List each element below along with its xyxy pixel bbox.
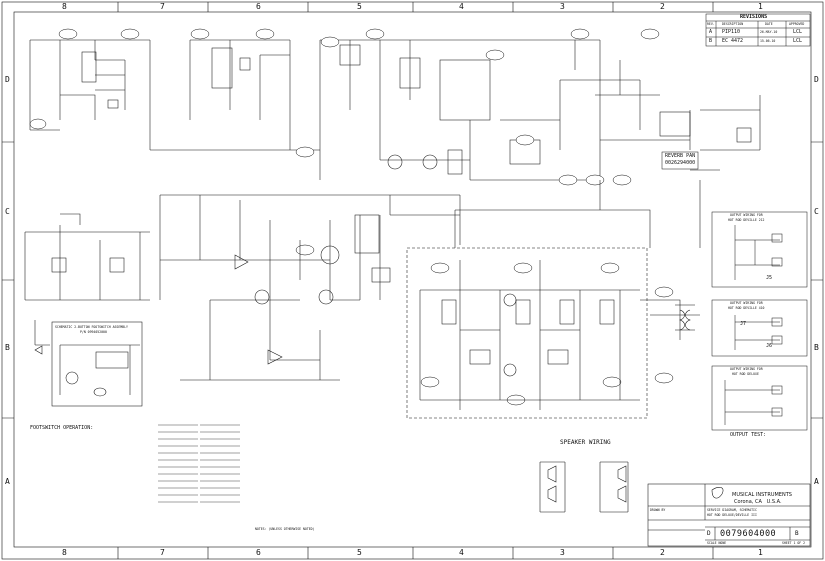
zone-col-7-bottom: 7: [160, 548, 165, 557]
zone-row-b-left: B: [5, 343, 10, 352]
rev-row-a-date: 26-MAY-10: [760, 30, 778, 34]
reverb-pan-label: REVERB PAN: [665, 153, 696, 159]
zone-row-a-right: A: [814, 477, 819, 486]
sheet-size: D: [707, 530, 711, 537]
reverb-pan-box: [661, 151, 699, 170]
drawn-by-label: DRAWN BY: [650, 508, 666, 512]
footswitch-operation-title: FOOTSWITCH OPERATION:: [30, 425, 94, 431]
zone-col-8-bottom: 8: [62, 548, 67, 557]
output-wiring-410-label: OUTPUT WIRING FOR: [730, 301, 763, 305]
zone-col-2-bottom: 2: [660, 548, 665, 557]
rev-row-b-rev: B: [709, 38, 713, 44]
notes-title: NOTES: (UNLESS OTHERWISE NOTED): [255, 527, 315, 531]
output-wiring-212-model: HOT ROD DEVILLE 212: [728, 218, 765, 222]
rev-row-a-desc: PIP110: [722, 29, 741, 35]
callout-ovals: [29, 28, 674, 406]
rev-header-description: DESCRIPTION: [722, 22, 744, 26]
reverb-pan-part-number: 0026294000: [665, 160, 696, 166]
revisions-title: REVISIONS: [740, 14, 768, 20]
rev-header-rev: REV.: [707, 22, 715, 26]
zone-row-c-left: C: [5, 207, 10, 216]
zone-col-8-top: 8: [62, 2, 67, 11]
zone-col-5-bottom: 5: [357, 548, 362, 557]
border-inner: [13, 11, 812, 548]
preamp-section: [29, 39, 761, 181]
sheet-number: SHEET 1 OF 2: [782, 541, 806, 545]
revision-table: [705, 13, 811, 47]
footswitch-section: [24, 213, 150, 407]
drawing-title-line1: SERVICE DIAGRAM, SCHEMATIC: [707, 508, 757, 512]
connector-tables: [158, 424, 240, 503]
output-wiring-deluxe-label: OUTPUT WIRING FOR: [730, 367, 763, 371]
zone-col-4-top: 4: [459, 2, 464, 11]
zone-col-3-top: 3: [560, 2, 565, 11]
power-amp-section: [406, 169, 720, 419]
rev-row-a-rev: A: [709, 29, 713, 35]
drawing-title-line2: HOT ROD DELUXE/DEVILLE III: [707, 513, 757, 517]
revision-letter: B: [795, 530, 799, 537]
speaker-wiring-diagram: [539, 461, 629, 513]
zone-col-5-top: 5: [357, 2, 362, 11]
rev-row-b-desc: EC 4472: [722, 38, 744, 44]
zone-col-1-bottom: 1: [758, 548, 763, 557]
jack-j6-label: J6: [766, 343, 773, 349]
zone-col-6-top: 6: [256, 2, 261, 11]
title-block: [647, 483, 811, 547]
zone-row-d-left: D: [5, 75, 10, 84]
rev-row-b-date: 15-06-10: [760, 39, 776, 43]
footswitch-assembly-label: SCHEMATIC 2-BUTTON FOOTSWITCH ASSEMBLY: [55, 325, 128, 329]
document-number: 0079604000: [720, 529, 777, 539]
zone-col-2-top: 2: [660, 2, 665, 11]
company-location: Corona, CA U.S.A.: [734, 499, 782, 505]
zone-col-3-bottom: 3: [560, 548, 565, 557]
speaker-wiring-title: SPEAKER WIRING: [560, 439, 611, 446]
jack-j5-label: J5: [766, 275, 773, 281]
zone-col-7-top: 7: [160, 2, 165, 11]
zone-row-d-right: D: [814, 75, 819, 84]
rev-header-date: DATE: [765, 22, 773, 26]
output-wiring-boxes: [711, 211, 808, 431]
output-wiring-212-label: OUTPUT WIRING FOR: [730, 213, 763, 217]
driver-section: [159, 194, 461, 381]
zone-row-c-right: C: [814, 207, 819, 216]
zone-col-4-bottom: 4: [459, 548, 464, 557]
rev-row-b-approved: LCL: [793, 38, 803, 44]
zone-col-1-top: 1: [758, 2, 763, 11]
scale-label: SCALE NONE: [707, 541, 727, 545]
rev-header-approved: APPROVED: [789, 22, 805, 26]
company-name: MUSICAL INSTRUMENTS: [732, 492, 792, 498]
footswitch-assembly-part: P/N 0994052000: [80, 330, 107, 334]
rev-row-a-approved: LCL: [793, 29, 803, 35]
zone-row-a-left: A: [5, 477, 10, 486]
output-test-title: OUTPUT TEST:: [730, 432, 767, 438]
output-wiring-410-model: HOT ROD DEVILLE 410: [728, 306, 765, 310]
output-wiring-deluxe-model: HOT ROD DELUXE: [732, 372, 759, 376]
zone-row-b-right: B: [814, 343, 819, 352]
jack-j7-label: J7: [740, 321, 747, 327]
zone-col-6-bottom: 6: [256, 548, 261, 557]
